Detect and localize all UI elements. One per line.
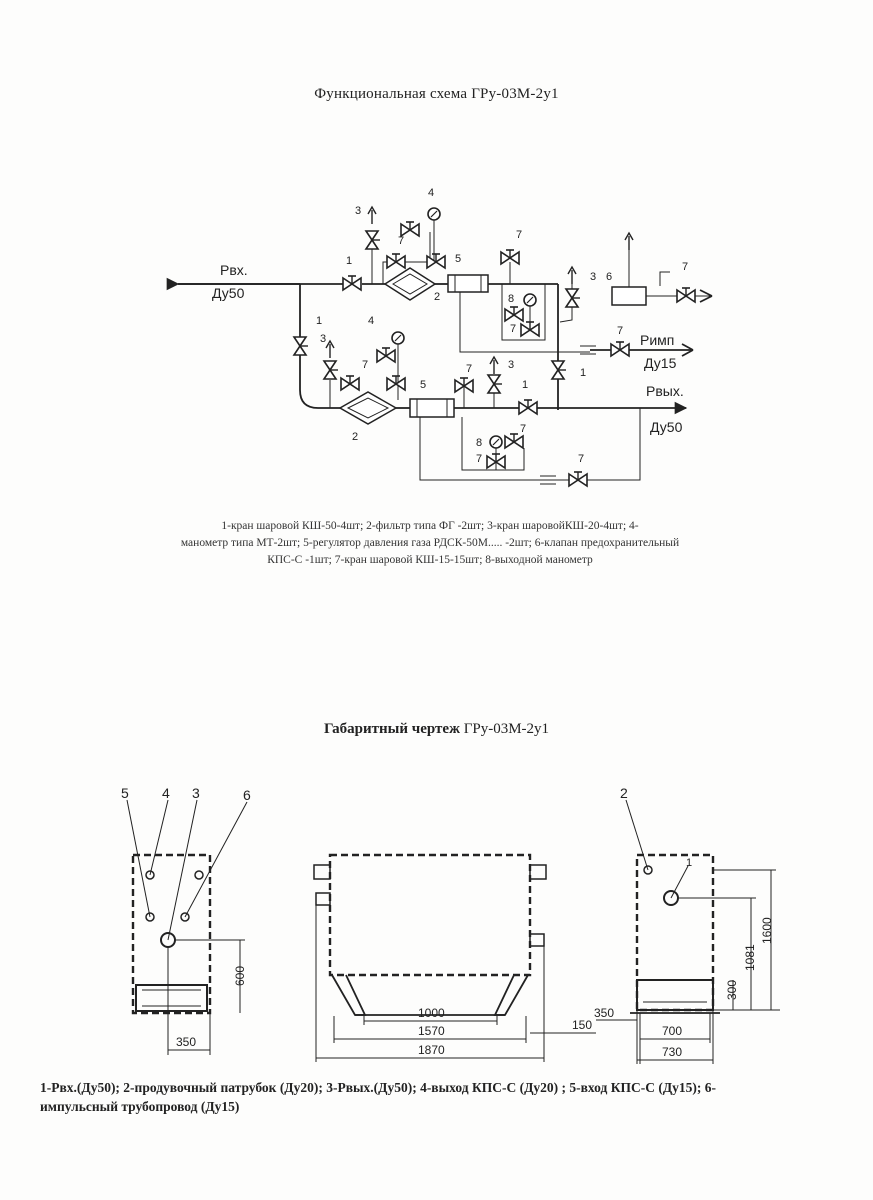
callout-7f: 7 — [362, 359, 368, 371]
schematic-legend-line: манометр типа МТ-2шт; 5-регулятор давлен… — [180, 537, 680, 549]
callout-1d: 1 — [522, 379, 528, 391]
dimensional-title-rest: ГРу-03М-2у1 — [459, 721, 550, 737]
schematic-legend-line: КПС-С -1шт; 7-кран шаровой КШ-15-15шт; 8… — [267, 554, 593, 566]
callout-7e: 7 — [617, 325, 623, 337]
inlet-pressure-label: Рвх. — [220, 262, 248, 278]
valve-7-impulse — [610, 341, 630, 357]
right-dim-350: 350 — [594, 1006, 614, 1020]
right-dim-1081: 1081 — [743, 944, 757, 971]
callout-1: 1 — [346, 255, 352, 267]
schematic-legend: 1-кран шаровой КШ-50-4шт; 2-фильтр типа … — [150, 518, 710, 569]
front-dim-1570: 1570 — [418, 1024, 445, 1038]
inlet-size-label: Ду50 — [212, 285, 245, 301]
callout-8: 8 — [508, 293, 514, 305]
callout-4b: 4 — [368, 315, 374, 327]
impulse-pressure-label: Римп — [640, 332, 674, 348]
valve-3-lower — [323, 360, 339, 380]
gauge-4-lower — [391, 331, 405, 345]
dimensional-legend: 1-Рвх.(Ду50); 2-продувочный патрубок (Ду… — [40, 1080, 717, 1114]
outlet-size-label: Ду50 — [650, 419, 683, 435]
callout-1c: 1 — [316, 315, 322, 327]
right-dim-1600: 1600 — [760, 917, 774, 944]
front-dim-1870: 1870 — [418, 1043, 445, 1057]
callout-7i: 7 — [476, 453, 482, 465]
left-view: 5 4 3 6 600 350 — [121, 785, 251, 1055]
callout-2: 2 — [434, 291, 440, 303]
callout-5: 5 — [455, 253, 461, 265]
valve-7-bottom — [568, 471, 588, 487]
valve-1-upper — [342, 275, 362, 291]
callout-8b: 8 — [476, 437, 482, 449]
callout-3d: 3 — [508, 359, 514, 371]
callout-3b: 3 — [590, 271, 596, 283]
right-dim-730: 730 — [662, 1045, 682, 1059]
valve-3-upper — [365, 230, 381, 250]
right-dim-700: 700 — [662, 1024, 682, 1038]
schematic-title: Функциональная схема ГРу-03М-2у1 — [314, 86, 559, 102]
gauge-4-upper — [427, 207, 441, 221]
callout-7b: 7 — [516, 229, 522, 241]
callout-2b: 2 — [352, 431, 358, 443]
left-callout-3: 3 — [192, 785, 200, 801]
front-dim-1000: 1000 — [418, 1006, 445, 1020]
callout-7d: 7 — [682, 261, 688, 273]
dimensional-title: Габаритный чертеж ГРу-03М-2у1 — [0, 721, 873, 738]
left-callout-4: 4 — [162, 785, 170, 801]
schematic-legend-line: 1-кран шаровой КШ-50-4шт; 2-фильтр типа … — [221, 520, 639, 532]
dimensional-title-bold: Габаритный чертеж — [323, 721, 460, 737]
functional-schematic: Рвх. Ду50 — [166, 187, 713, 487]
outlet-pressure-label: Рвых. — [646, 383, 684, 399]
left-dim-350: 350 — [176, 1035, 196, 1049]
relief-valve-6 — [611, 286, 647, 306]
callout-4: 4 — [428, 187, 434, 199]
front-view: 1000 1570 1870 150 — [313, 853, 596, 1062]
callout-6: 6 — [606, 271, 612, 283]
gauge-8-lower — [489, 435, 503, 449]
valve-3-right — [565, 288, 581, 308]
callout-7: 7 — [398, 235, 404, 247]
callout-5b: 5 — [420, 379, 426, 391]
left-callout-6: 6 — [243, 787, 251, 803]
regulator-5-upper — [447, 274, 489, 293]
callout-7j: 7 — [578, 453, 584, 465]
gauge-8-upper — [523, 293, 537, 307]
valve-1-bypass — [293, 336, 309, 356]
callout-7g: 7 — [466, 363, 472, 375]
callout-7h: 7 — [520, 423, 526, 435]
right-callout-1: 1 — [686, 857, 692, 869]
callout-7c: 7 — [510, 323, 516, 335]
right-callout-2: 2 — [620, 785, 628, 801]
front-dim-150: 150 — [572, 1018, 592, 1032]
right-view: 2 1 1600 1081 300 350 700 730 — [594, 785, 780, 1064]
valve-1-lower — [518, 399, 538, 415]
valve-1-right — [551, 360, 567, 380]
left-callout-5: 5 — [121, 785, 129, 801]
impulse-size-label: Ду15 — [644, 355, 677, 371]
right-dim-300: 300 — [725, 980, 739, 1000]
left-dim-600: 600 — [233, 966, 247, 986]
callout-3: 3 — [355, 205, 361, 217]
callout-1b: 1 — [580, 367, 586, 379]
callout-3c: 3 — [320, 333, 326, 345]
